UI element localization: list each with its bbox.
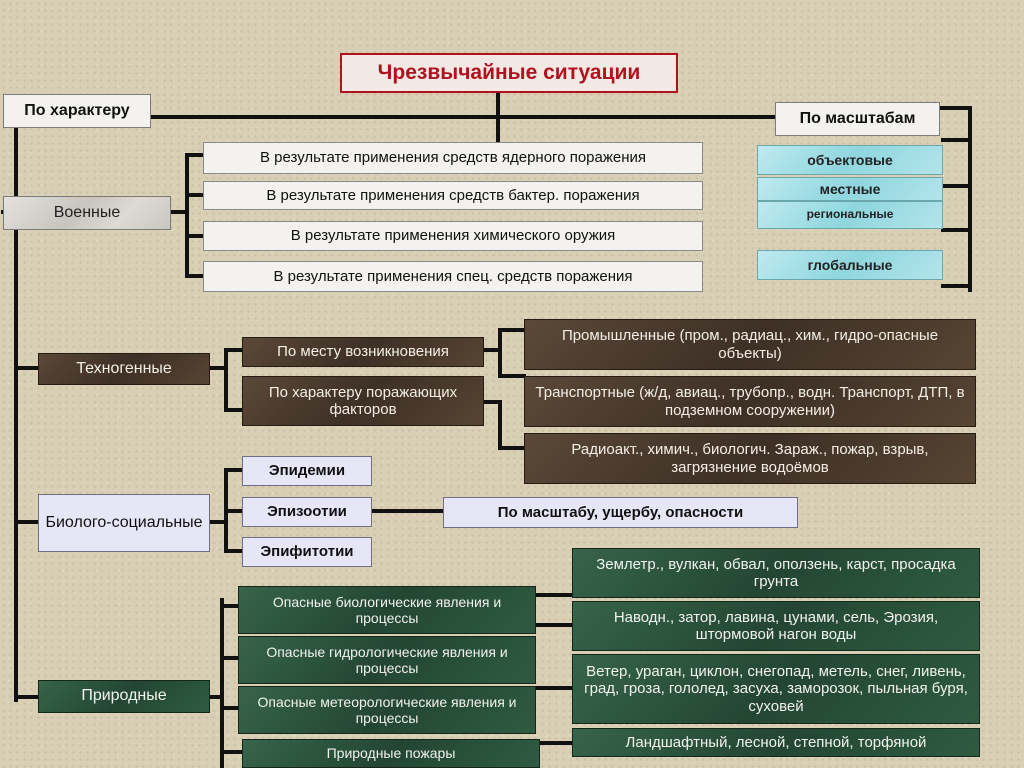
biosocial-item-epizootics: Эпизоотии (242, 497, 372, 527)
technogenic-criterion-factors: По характеру поражающих факторов (242, 376, 484, 426)
scale-item-regional: региональные (757, 201, 943, 229)
scale-item-global: глобальные (757, 250, 943, 280)
technogenic-type-industrial: Промышленные (пром., радиац., хим., гидр… (524, 319, 976, 370)
diagram-title: Чрезвычайные ситуации (340, 53, 678, 93)
natural-example-geological: Землетр., вулкан, обвал, оползень, карст… (572, 548, 980, 598)
technogenic-criterion-place: По месту возникновения (242, 337, 484, 367)
natural-example-fires: Ландшафтный, лесной, степной, торфяной (572, 728, 980, 757)
natural-box: Природные (38, 680, 210, 713)
natural-group-meteorological: Опасные метеорологические явления и проц… (238, 686, 536, 734)
by-character-box: По характеру (3, 94, 151, 128)
biosocial-box: Биолого-социальные (38, 494, 210, 552)
natural-example-hydrological: Наводн., затор, лавина, цунами, сель, Эр… (572, 601, 980, 651)
biosocial-item-epiphytotics: Эпифитотии (242, 537, 372, 567)
military-item-special: В результате применения спец. средств по… (203, 261, 703, 292)
military-item-nuclear: В результате применения средств ядерного… (203, 142, 703, 174)
technogenic-type-transport: Транспортные (ж/д, авиац., трубопр., вод… (524, 376, 976, 427)
scale-item-local: местные (757, 177, 943, 201)
natural-group-fires: Природные пожары (242, 739, 540, 768)
military-box: Военные (3, 196, 171, 230)
natural-group-hydrological: Опасные гидрологические явления и процес… (238, 636, 536, 684)
scale-item-object: объектовые (757, 145, 943, 175)
biosocial-item-epidemics: Эпидемии (242, 456, 372, 486)
natural-example-meteorological: Ветер, ураган, циклон, снегопад, метель,… (572, 654, 980, 724)
military-item-bacterial: В результате применения средств бактер. … (203, 181, 703, 210)
by-scale-box: По масштабам (775, 102, 940, 136)
technogenic-box: Техногенные (38, 353, 210, 385)
biosocial-criterion: По масштабу, ущербу, опасности (443, 497, 798, 528)
natural-group-geological: Опасные биологические явления и процессы (238, 586, 536, 634)
technogenic-type-contamination: Радиоакт., химич., биологич. Зараж., пож… (524, 433, 976, 484)
military-item-chemical: В результате применения химического оруж… (203, 221, 703, 251)
